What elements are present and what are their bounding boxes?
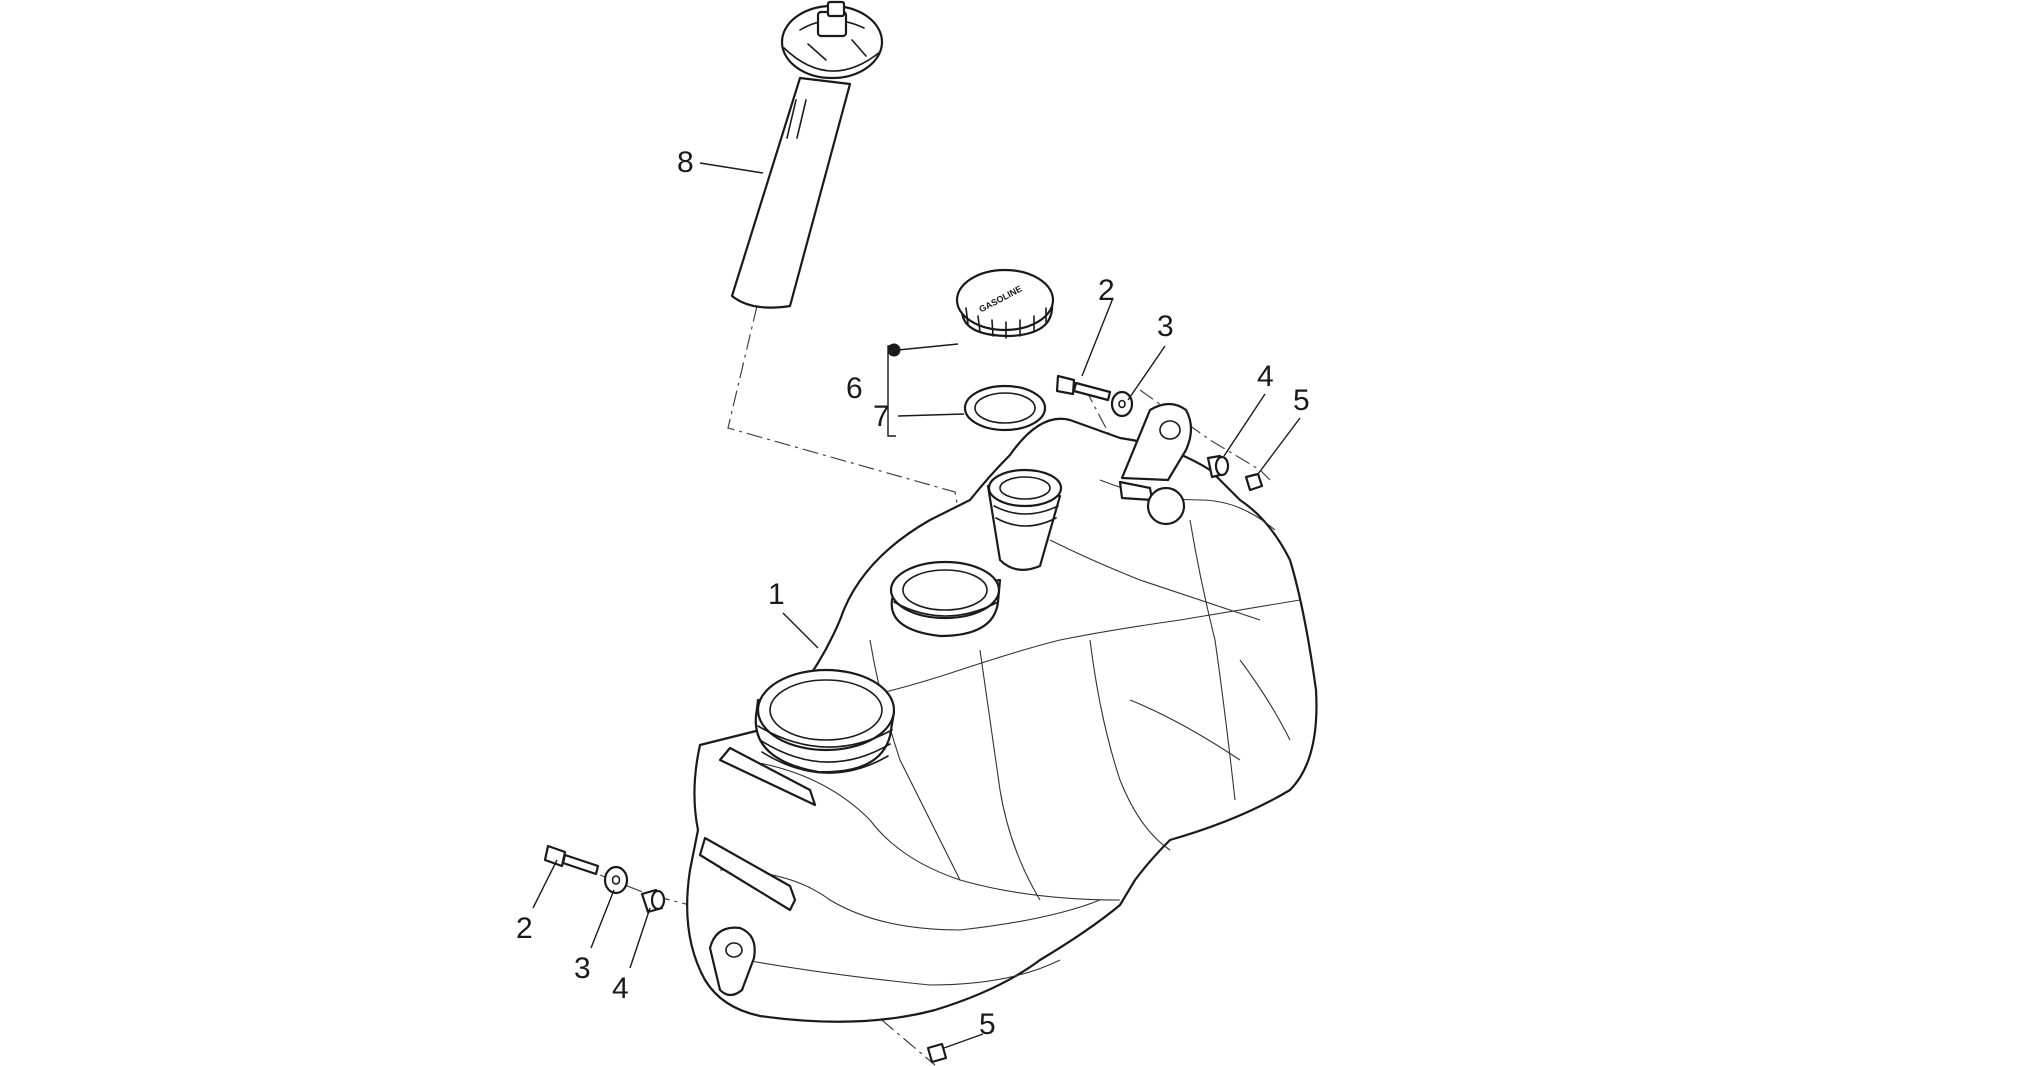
callout-4-lower: 4 [612,972,629,1005]
callout-3-lower: 3 [574,952,591,985]
upper-fasteners [1055,374,1264,492]
tank-necks [754,468,1063,774]
filler-cap-gasket [963,384,1047,432]
callout-7: 7 [873,400,890,433]
leader-lines [532,162,1301,1049]
filler-cap: GASOLINE [955,268,1055,339]
callout-3-upper: 3 [1157,310,1174,343]
callout-6: 6 [846,372,863,405]
callouts: 8 2 3 4 5 6 7 1 2 3 4 5 [516,146,1310,1041]
bottom-nut [926,1042,948,1064]
callout-2-lower: 2 [516,912,533,945]
callout-1: 1 [768,578,785,611]
callout-8: 8 [677,146,694,179]
callout-5-lower: 5 [979,1008,996,1041]
kit-dot [887,343,901,357]
callout-4-upper: 4 [1257,360,1274,393]
lower-fasteners [543,844,666,914]
fuel-level-sender [730,0,884,309]
callout-2-upper: 2 [1098,274,1115,307]
callout-5-upper: 5 [1293,384,1310,417]
